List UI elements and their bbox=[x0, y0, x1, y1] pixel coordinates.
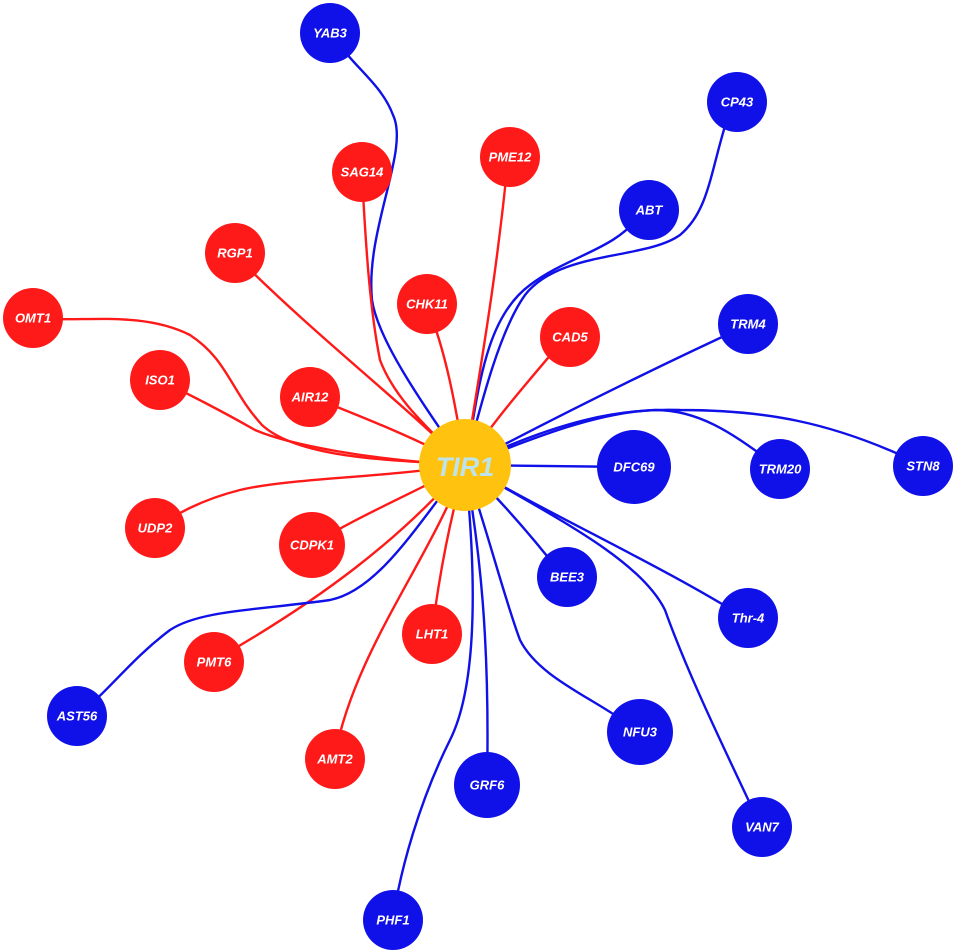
node-circle bbox=[205, 223, 265, 283]
node-dfc69[interactable]: DFC69 bbox=[597, 430, 671, 504]
edge-tir1-yab3 bbox=[336, 40, 467, 467]
node-label: AST56 bbox=[56, 709, 98, 724]
node-grf6[interactable]: GRF6 bbox=[454, 752, 520, 818]
edge-tir1-omt1 bbox=[33, 316, 467, 467]
node-circle bbox=[305, 729, 365, 789]
node-trm20[interactable]: TRM20 bbox=[750, 439, 810, 499]
node-circle bbox=[397, 274, 457, 334]
node-label: LHT1 bbox=[416, 627, 449, 642]
edge-tir1-cp43 bbox=[463, 108, 732, 467]
node-stn8[interactable]: STN8 bbox=[893, 436, 953, 496]
node-rgp1[interactable]: RGP1 bbox=[205, 223, 265, 283]
edge-tir1-udp2 bbox=[153, 463, 467, 530]
node-amt2[interactable]: AMT2 bbox=[305, 729, 365, 789]
node-pmt6[interactable]: PMT6 bbox=[184, 632, 244, 692]
edge-tir1-iso1 bbox=[158, 378, 467, 467]
node-circle bbox=[732, 797, 792, 857]
node-circle bbox=[597, 430, 671, 504]
node-nfu3[interactable]: NFU3 bbox=[607, 699, 673, 765]
node-circle bbox=[363, 890, 423, 950]
node-lht1[interactable]: LHT1 bbox=[402, 604, 462, 664]
node-label: CAD5 bbox=[552, 330, 588, 345]
node-label: SAG14 bbox=[341, 165, 384, 180]
node-circle bbox=[707, 72, 767, 132]
node-circle bbox=[718, 294, 778, 354]
node-label: UDP2 bbox=[138, 521, 173, 536]
node-sag14[interactable]: SAG14 bbox=[332, 142, 392, 202]
edge-tir1-phf1 bbox=[391, 463, 474, 922]
node-circle bbox=[125, 498, 185, 558]
node-ast56[interactable]: AST56 bbox=[47, 686, 107, 746]
node-label: STN8 bbox=[906, 459, 940, 474]
node-label: PME12 bbox=[489, 150, 532, 165]
node-label: CP43 bbox=[721, 95, 754, 110]
node-label: TRM20 bbox=[759, 462, 802, 477]
node-label: ISO1 bbox=[145, 373, 175, 388]
node-circle bbox=[47, 686, 107, 746]
edge-tir1-nfu3 bbox=[463, 463, 637, 732]
node-circle bbox=[607, 699, 673, 765]
node-phf1[interactable]: PHF1 bbox=[363, 890, 423, 950]
node-label: Thr-4 bbox=[732, 611, 765, 626]
node-label: YAB3 bbox=[313, 26, 347, 41]
node-circle bbox=[332, 142, 392, 202]
hub-node-tir1[interactable]: TIR1 bbox=[419, 419, 511, 511]
edge-tir1-stn8 bbox=[463, 408, 924, 467]
node-circle bbox=[750, 439, 810, 499]
node-circle bbox=[540, 307, 600, 367]
node-cdpk1[interactable]: CDPK1 bbox=[279, 512, 345, 578]
edge-tir1-pme12 bbox=[463, 158, 510, 467]
node-label: NFU3 bbox=[623, 725, 658, 740]
node-circle bbox=[480, 127, 540, 187]
node-circle bbox=[300, 3, 360, 63]
node-label: PHF1 bbox=[376, 913, 409, 928]
node-circle bbox=[184, 632, 244, 692]
node-label: CDPK1 bbox=[290, 538, 334, 553]
hub-circle bbox=[419, 419, 511, 511]
node-label: RGP1 bbox=[217, 246, 252, 261]
node-yab3[interactable]: YAB3 bbox=[300, 3, 360, 63]
node-label: ABT bbox=[635, 203, 664, 218]
node-cad5[interactable]: CAD5 bbox=[540, 307, 600, 367]
node-van7[interactable]: VAN7 bbox=[732, 797, 792, 857]
hub-label: TIR1 bbox=[436, 452, 495, 482]
node-label: PMT6 bbox=[197, 655, 232, 670]
node-label: VAN7 bbox=[745, 820, 779, 835]
node-circle bbox=[130, 350, 190, 410]
edge-tir1-van7 bbox=[463, 463, 762, 827]
node-circle bbox=[893, 436, 953, 496]
node-label: CHK11 bbox=[406, 297, 448, 312]
node-cp43[interactable]: CP43 bbox=[707, 72, 767, 132]
node-iso1[interactable]: ISO1 bbox=[130, 350, 190, 410]
node-trm4[interactable]: TRM4 bbox=[718, 294, 778, 354]
node-circle bbox=[3, 288, 63, 348]
node-label: TRM4 bbox=[730, 317, 766, 332]
node-label: DFC69 bbox=[613, 460, 655, 475]
node-omt1[interactable]: OMT1 bbox=[3, 288, 63, 348]
node-air12[interactable]: AIR12 bbox=[280, 367, 340, 427]
node-circle bbox=[718, 588, 778, 648]
node-thr4[interactable]: Thr-4 bbox=[718, 588, 778, 648]
node-label: OMT1 bbox=[15, 311, 51, 326]
node-circle bbox=[280, 367, 340, 427]
node-circle bbox=[402, 604, 462, 664]
edge-tir1-ast56 bbox=[76, 463, 467, 717]
node-label: GRF6 bbox=[470, 778, 505, 793]
node-udp2[interactable]: UDP2 bbox=[125, 498, 185, 558]
node-circle bbox=[619, 180, 679, 240]
node-label: AIR12 bbox=[291, 390, 330, 405]
node-abt[interactable]: ABT bbox=[619, 180, 679, 240]
node-bee3[interactable]: BEE3 bbox=[537, 547, 597, 607]
node-chk11[interactable]: CHK11 bbox=[397, 274, 457, 334]
node-label: AMT2 bbox=[316, 752, 353, 767]
node-label: BEE3 bbox=[550, 570, 585, 585]
node-circle bbox=[279, 512, 345, 578]
node-circle bbox=[537, 547, 597, 607]
node-pme12[interactable]: PME12 bbox=[480, 127, 540, 187]
node-circle bbox=[454, 752, 520, 818]
